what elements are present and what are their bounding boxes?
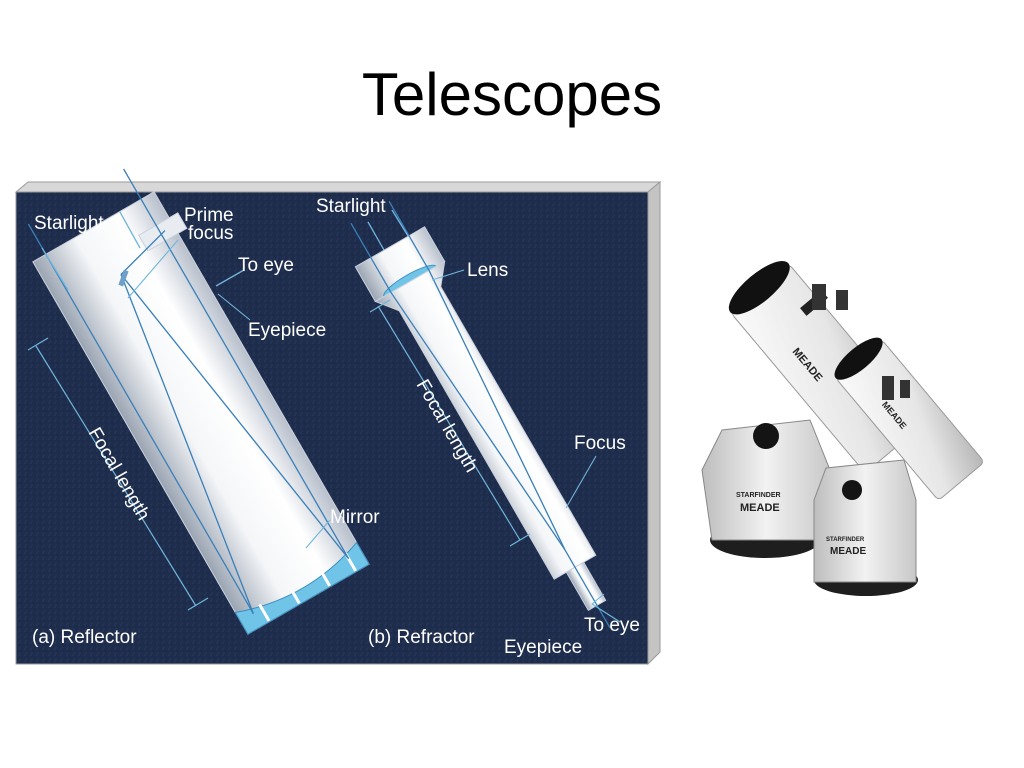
refractor-to-eye-label: To eye — [584, 615, 640, 636]
reflector-starlight-label: Starlight — [34, 213, 104, 234]
prime-focus-label-line2: focus — [188, 223, 233, 244]
large-brand: MEADE — [740, 502, 780, 514]
prime-focus-label-line1: Prime — [184, 205, 234, 226]
slide-title: Telescopes — [361, 61, 663, 128]
mirror-label: Mirror — [330, 507, 380, 528]
reflector-eyepiece-label: Eyepiece — [248, 320, 326, 341]
lens-label: Lens — [467, 260, 508, 281]
refractor-caption: (b) Refractor — [368, 627, 475, 648]
small-brand: MEADE — [830, 546, 866, 557]
refractor-starlight-label: Starlight — [316, 196, 386, 217]
reflector-to-eye-label: To eye — [238, 255, 294, 276]
small-brand-small: STARFINDER — [826, 537, 865, 543]
reflector-caption: (a) Reflector — [32, 627, 137, 648]
telescopes-photo: MEADE STARFINDER MEADE MEADE STARFINDER … — [701, 261, 983, 596]
large-brand-small: STARFINDER — [736, 492, 781, 499]
reflector-diagram: Starlight Prime focus To eye Eyepiece Fo… — [27, 168, 380, 648]
refractor-eyepiece-label: Eyepiece — [504, 637, 582, 658]
small-telescope: MEADE STARFINDER MEADE — [813, 337, 983, 596]
focus-label: Focus — [574, 433, 626, 454]
refractor-diagram: Starlight Lens Focal length Focus To eye… — [316, 196, 640, 658]
